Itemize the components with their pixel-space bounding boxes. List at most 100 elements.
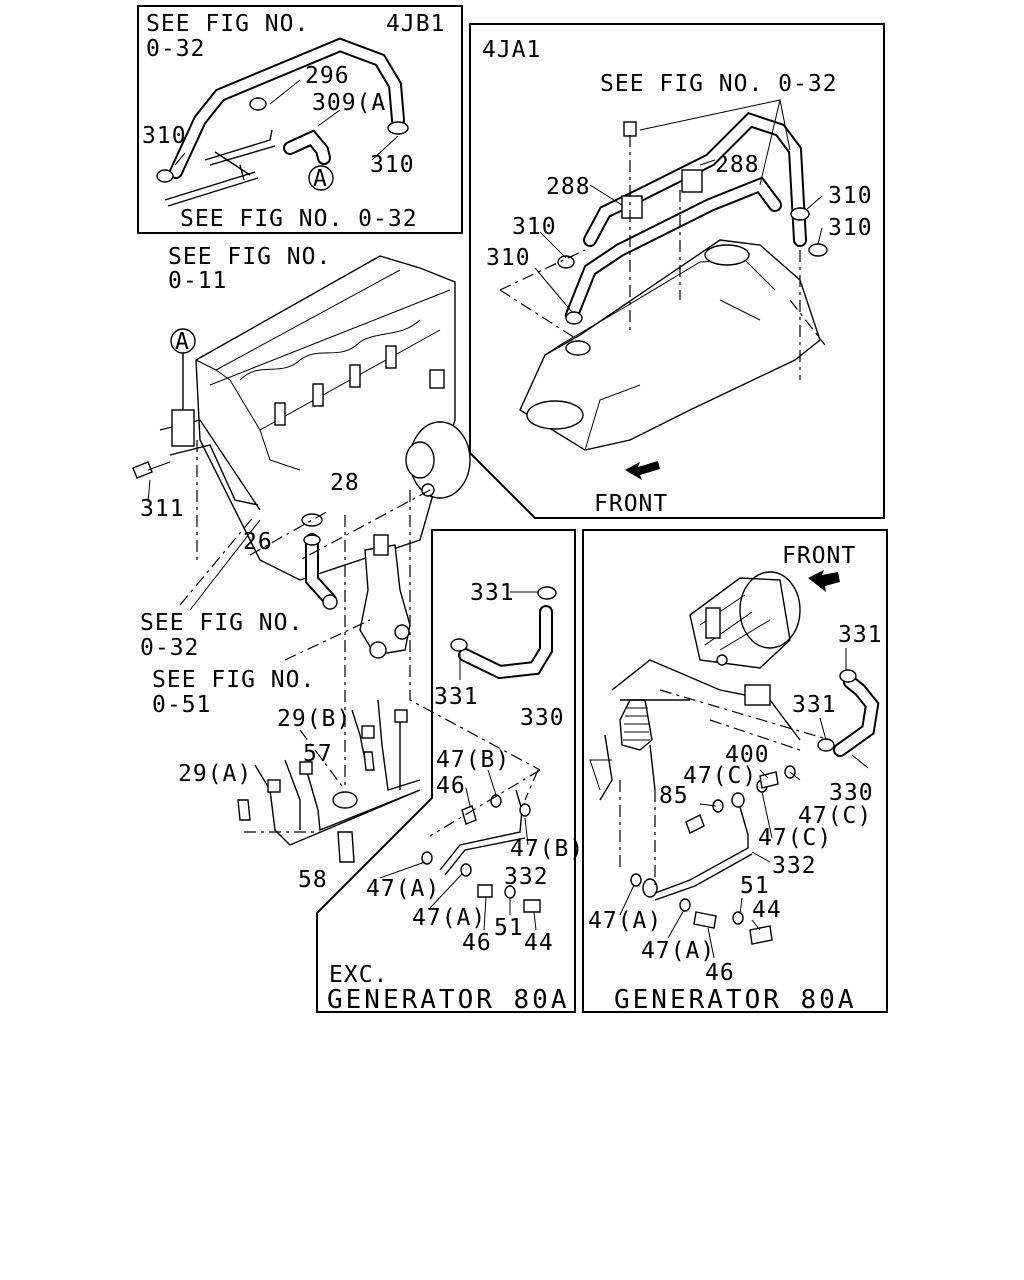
bolt-29a bbox=[237, 799, 251, 821]
bolt-44-gen bbox=[749, 925, 773, 945]
panel-exc-generator: EXC. GENERATOR 80A 331 331 330 47(B) 46 … bbox=[316, 529, 584, 1015]
part-400: 400 bbox=[725, 742, 770, 768]
ref-4ja1: SEE FIG NO. 0-32 bbox=[600, 71, 838, 97]
part-310-left: 310 bbox=[142, 123, 187, 149]
ref-a: SEE FIG NO. bbox=[140, 610, 303, 636]
vacuum-pump-gen bbox=[619, 699, 653, 751]
part-51: 51 bbox=[494, 915, 524, 941]
ref-b: SEE FIG NO. bbox=[152, 667, 315, 693]
clip-310-4ja1-a bbox=[557, 255, 575, 269]
callout-a-main-label: A bbox=[175, 329, 190, 355]
ref-4jb1-top: SEE FIG NO. bbox=[146, 11, 309, 37]
ref-block: SEE FIG NO. bbox=[168, 244, 331, 270]
part-310-right: 310 bbox=[370, 152, 415, 178]
panel-main: SEE FIG NO. 0-11 SEE FIG NO. 0-32 SEE FI… bbox=[132, 244, 541, 893]
panel-4jb1: SEE FIG NO. 0-32 4JB1 SEE FIG NO. 0-32 2… bbox=[137, 5, 463, 234]
part-46-gen: 46 bbox=[705, 960, 735, 986]
bolt-46-exc bbox=[461, 805, 477, 825]
engine-code-4jb1: 4JB1 bbox=[386, 11, 445, 37]
part-44-gen: 44 bbox=[752, 897, 782, 923]
union-58 bbox=[337, 831, 355, 863]
oil-pipe-332-exc bbox=[439, 789, 526, 876]
part-47a-gen-b: 47(A) bbox=[641, 938, 715, 964]
part-310-a: 310 bbox=[512, 214, 557, 240]
part-331-gen-a: 331 bbox=[838, 622, 883, 648]
part-47a-a: 47(A) bbox=[366, 876, 440, 902]
part-51-gen: 51 bbox=[740, 873, 770, 899]
part-331-gen-b: 331 bbox=[792, 692, 837, 718]
part-46-b: 46 bbox=[462, 930, 492, 956]
pipe-bracket bbox=[171, 409, 195, 447]
bolt-85-gen bbox=[685, 814, 705, 834]
clip-331-gen-b bbox=[817, 738, 835, 752]
clip-310-left-4jb1 bbox=[156, 169, 174, 183]
part-29a: 29(A) bbox=[178, 761, 252, 787]
ref-block-num: 0-11 bbox=[168, 268, 227, 294]
part-310-c: 310 bbox=[828, 183, 873, 209]
clip-331-exc-a bbox=[537, 586, 557, 600]
callout-a-4jb1-label: A bbox=[313, 166, 328, 192]
part-85: 85 bbox=[659, 783, 689, 809]
caption-generator: GENERATOR 80A bbox=[614, 985, 857, 1015]
pipe-29b bbox=[351, 699, 421, 791]
generator-80a bbox=[739, 571, 801, 649]
part-288-left: 288 bbox=[546, 174, 591, 200]
ref-a-num: 0-32 bbox=[140, 635, 199, 661]
engine-code-4ja1: 4JA1 bbox=[482, 37, 541, 63]
panel-4ja1: 4JA1 SEE FIG NO. 0-32 FRONT 288 288 310 … bbox=[469, 23, 885, 519]
caption-exc-1: EXC. bbox=[329, 962, 388, 988]
panel-generator: FRONT GENERATOR 80A 331 331 400 47(C) 85… bbox=[582, 529, 888, 1015]
bracket-288-right bbox=[681, 169, 703, 193]
bracket-288-left bbox=[621, 195, 643, 219]
part-47c-a: 47(C) bbox=[683, 763, 757, 789]
ref-b-num: 0-51 bbox=[152, 692, 211, 718]
pipe-29a bbox=[254, 759, 421, 846]
part-311: 311 bbox=[140, 496, 185, 522]
part-332-gen: 332 bbox=[772, 853, 817, 879]
bolt-400-gen bbox=[759, 771, 779, 789]
front-label-4ja1: FRONT bbox=[594, 491, 668, 517]
front-arrow-generator bbox=[808, 570, 840, 592]
part-330: 330 bbox=[520, 705, 565, 731]
part-296: 296 bbox=[305, 63, 350, 89]
part-58: 58 bbox=[298, 867, 328, 893]
clip-310-4ja1-d bbox=[808, 243, 828, 257]
callout-a-4jb1 bbox=[308, 165, 334, 191]
bolt-46-gen bbox=[693, 911, 717, 929]
part-331-b: 331 bbox=[434, 684, 479, 710]
ref-4jb1-bottom: SEE FIG NO. 0-32 bbox=[180, 206, 418, 232]
part-331-a: 331 bbox=[470, 580, 515, 606]
part-46-a: 46 bbox=[436, 773, 466, 799]
front-arrow-4ja1 bbox=[625, 461, 660, 480]
bolt-57 bbox=[363, 751, 375, 771]
filler-cap-4ja1 bbox=[526, 400, 584, 430]
part-47b-b: 47(B) bbox=[510, 836, 584, 862]
bolt-46b-exc bbox=[477, 884, 493, 898]
bolt-44-exc bbox=[523, 899, 541, 913]
part-309a: 309(A) bbox=[312, 90, 401, 116]
part-47b-a: 47(B) bbox=[436, 747, 510, 773]
part-29b: 29(B) bbox=[277, 706, 351, 732]
clip-310-4ja1-b bbox=[565, 311, 583, 325]
clip-310-right-4jb1 bbox=[387, 121, 409, 135]
part-44: 44 bbox=[524, 930, 554, 956]
part-330-gen: 330 bbox=[829, 780, 874, 806]
clip-310-4ja1-c bbox=[790, 207, 810, 221]
part-47a-gen-a: 47(A) bbox=[588, 908, 662, 934]
ref-4jb1-top-num: 0-32 bbox=[146, 36, 205, 62]
bolt-311 bbox=[132, 461, 153, 479]
part-47c-b: 47(C) bbox=[798, 803, 872, 829]
oil-pipe-332-gen bbox=[649, 799, 753, 901]
clip-331-gen-a bbox=[839, 669, 857, 683]
caption-exc-2: GENERATOR 80A bbox=[327, 985, 570, 1015]
front-label-generator: FRONT bbox=[782, 543, 856, 569]
fitting-57 bbox=[332, 791, 358, 809]
plug-296-4jb1 bbox=[249, 97, 267, 111]
part-310-d: 310 bbox=[828, 215, 873, 241]
part-47c-c: 47(C) bbox=[758, 825, 832, 851]
part-47a-b: 47(A) bbox=[412, 905, 486, 931]
clip-331-exc-b bbox=[450, 638, 468, 652]
part-310-b: 310 bbox=[486, 245, 531, 271]
part-28: 28 bbox=[330, 470, 360, 496]
